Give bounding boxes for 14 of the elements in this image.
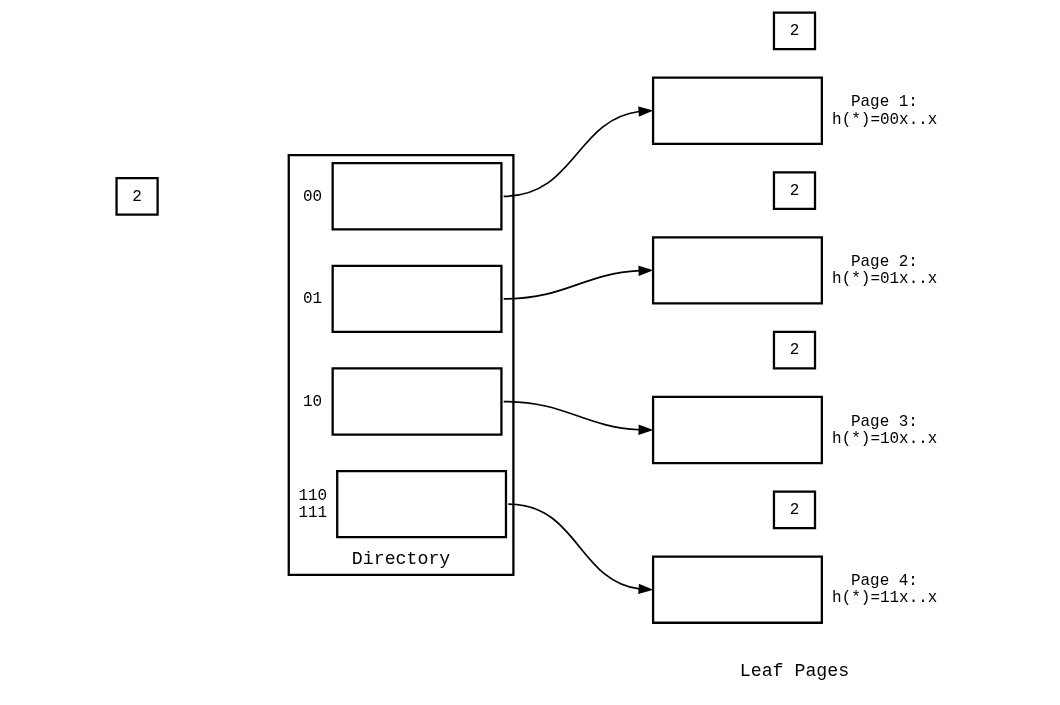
node-label: 111 <box>297 503 327 522</box>
node-label: Page 1: <box>850 93 918 112</box>
label: Leaf Pages <box>739 661 849 682</box>
node-label: 10 <box>302 392 322 411</box>
node-label: h(*)=00x..x <box>831 110 937 129</box>
node-label: 01 <box>302 290 322 309</box>
node-label: 00 <box>302 187 322 206</box>
node-label: 110 <box>297 486 327 505</box>
node-label: Page 2: <box>850 253 918 272</box>
node-label: Page 4: <box>850 572 918 591</box>
node-label: h(*)=10x..x <box>831 429 937 448</box>
node-label: h(*)=01x..x <box>831 270 937 289</box>
node-label: h(*)=11x..x <box>831 589 937 608</box>
node-label: Page 3: <box>850 412 918 431</box>
